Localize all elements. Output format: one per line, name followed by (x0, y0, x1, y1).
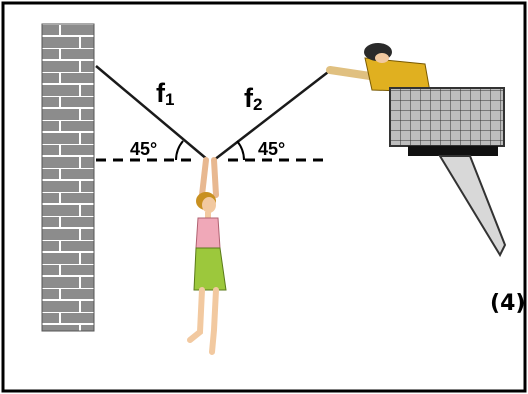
balcony-icon (389, 87, 507, 258)
angle-label-right: 45° (258, 139, 285, 159)
force-label-left: f1 (156, 78, 174, 109)
rope-left (95, 65, 209, 161)
girl-figure-icon (187, 157, 227, 355)
brick-wall-icon (41, 23, 95, 332)
helper-figure-icon (326, 43, 431, 93)
angle-label-left: 45° (130, 139, 157, 159)
rope-right (213, 68, 333, 161)
force-label-right: f2 (244, 83, 262, 114)
document-label: الوثيقة (4) (490, 291, 528, 316)
angle-arc-right (236, 140, 245, 161)
angle-arc-left (175, 140, 184, 161)
